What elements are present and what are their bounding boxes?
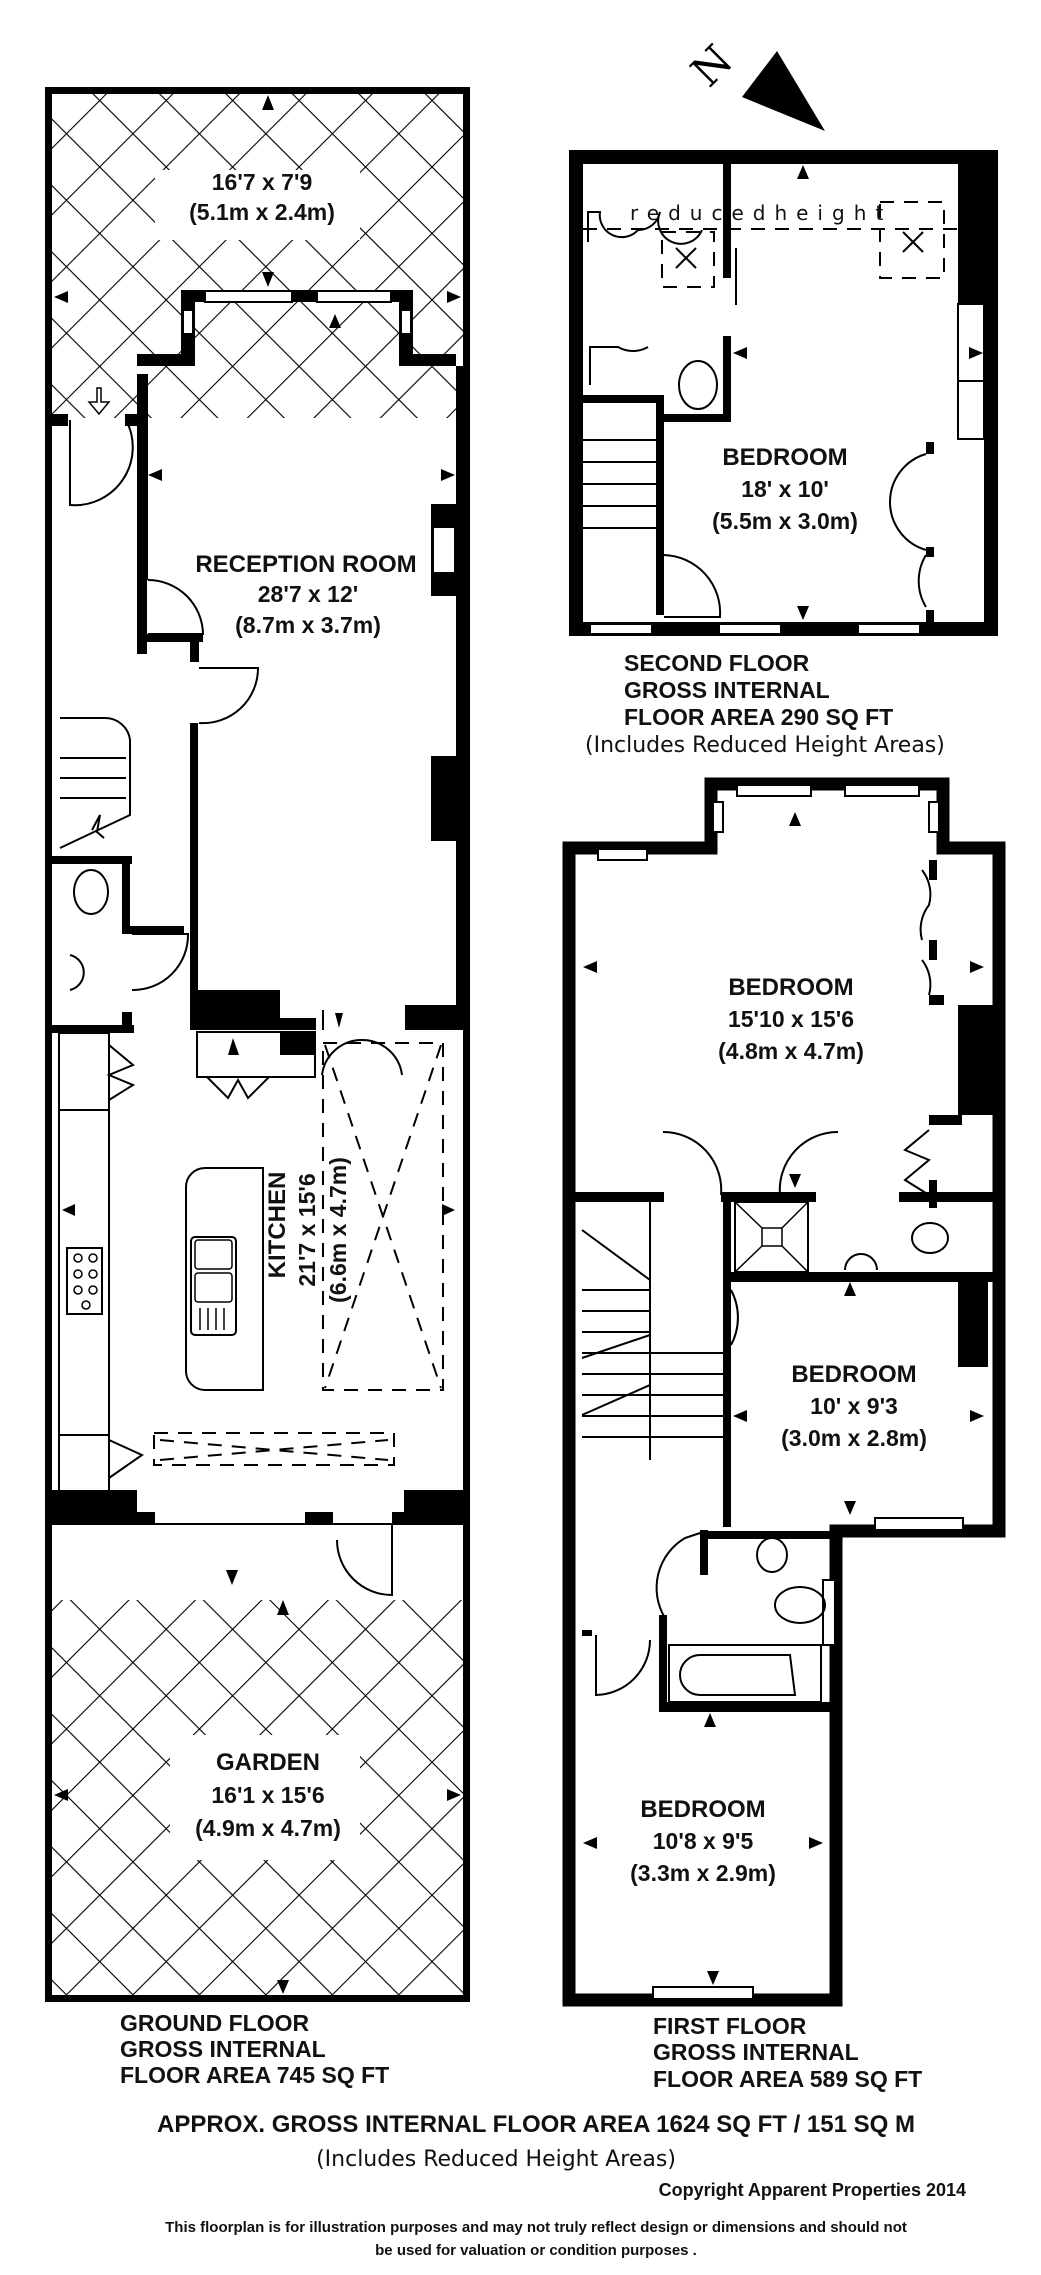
toilet-icon [774, 1586, 826, 1624]
floor-label-line: GROSS INTERNAL [653, 2039, 859, 2065]
basin-icon [69, 954, 85, 991]
ground-floor-area-label: GROUND FLOOR GROSS INTERNAL FLOOR AREA 7… [120, 2010, 389, 2088]
floor-label-line: FLOOR AREA 589 SQ FT [653, 2066, 922, 2092]
room-title: BEDROOM [640, 1796, 765, 1823]
room-reception: RECEPTION ROOM 28'7 x 12' (8.7m x 3.7m) [195, 551, 416, 638]
front-door [69, 419, 134, 507]
second-floor-plan [569, 150, 998, 636]
room-title: BEDROOM [791, 1361, 916, 1388]
sink-icon [190, 1236, 237, 1336]
toilet-icon [73, 869, 109, 915]
room-dimensions-metric: (5.1m x 2.4m) [189, 199, 335, 225]
summary-block: APPROX. GROSS INTERNAL FLOOR AREA 1624 S… [157, 2111, 966, 2259]
room-title: GARDEN [216, 1749, 320, 1776]
entrance-arrow-icon [87, 387, 111, 416]
floor-label-note: (Includes Reduced Height Areas) [585, 733, 945, 758]
bathtub-icon [668, 1644, 822, 1703]
garden-door [336, 1525, 393, 1597]
reduced-height-label: reducedheight [630, 201, 892, 225]
room-dimensions-metric: (6.6m x 4.7m) [325, 1157, 351, 1303]
floor-label-line: GROUND FLOOR [120, 2010, 309, 2036]
room-dimensions-imperial: 15'10 x 15'6 [728, 1006, 854, 1032]
room-dimensions-metric: (4.8m x 4.7m) [718, 1038, 864, 1064]
first-floor-area-label: FIRST FLOOR GROSS INTERNAL FLOOR AREA 58… [653, 2013, 922, 2092]
room-title: BEDROOM [722, 444, 847, 471]
room-front-area: 16'7 x 7'9 (5.1m x 2.4m) [189, 169, 335, 225]
north-arrow-icon: N [681, 35, 825, 131]
staircase-second [583, 439, 656, 529]
reduced-height-note: (Includes Reduced Height Areas) [316, 2147, 676, 2172]
room-dimensions-imperial: 16'1 x 15'6 [211, 1782, 324, 1808]
basin-icon [756, 1537, 788, 1573]
wardrobe-doors [889, 453, 927, 608]
room-garden: GARDEN 16'1 x 15'6 (4.9m x 4.7m) [195, 1749, 341, 1841]
room-second-floor-bedroom: BEDROOM 18' x 10' (5.5m x 3.0m) [712, 444, 858, 534]
basin-icon [844, 1253, 878, 1271]
room-first-floor-front-bedroom: BEDROOM 15'10 x 15'6 (4.8m x 4.7m) [718, 974, 864, 1064]
floor-label-line: GROSS INTERNAL [624, 677, 830, 703]
toilet-icon [911, 1222, 949, 1254]
disclaimer-line-2: be used for valuation or condition purpo… [375, 2242, 697, 2259]
room-dimensions-imperial: 21'7 x 15'6 [294, 1173, 320, 1286]
room-title: RECEPTION ROOM [195, 551, 416, 578]
room-dimensions-metric: (5.5m x 3.0m) [712, 508, 858, 534]
disclaimer-line-1: This floorplan is for illustration purpo… [165, 2219, 907, 2236]
copyright: Copyright Apparent Properties 2014 [659, 2180, 966, 2200]
bedroom-door [662, 1130, 723, 1196]
room-kitchen: KITCHEN 21'7 x 15'6 (6.6m x 4.7m) [264, 1157, 351, 1303]
room-first-floor-middle-bedroom: BEDROOM 10' x 9'3 (3.0m x 2.8m) [781, 1361, 927, 1451]
ground-floor-plan [45, 87, 470, 2002]
floor-label-line: FLOOR AREA 290 SQ FT [624, 704, 893, 730]
room-title: BEDROOM [728, 974, 853, 1001]
room-dimensions-imperial: 28'7 x 12' [258, 581, 358, 607]
floor-label-line: SECOND FLOOR [624, 650, 810, 676]
room-title: KITCHEN [264, 1172, 291, 1279]
room-dimensions-imperial: 10' x 9'3 [810, 1393, 898, 1419]
room-dimensions-metric: (8.7m x 3.7m) [235, 612, 381, 638]
bathroom-door [595, 1635, 651, 1697]
second-floor-area-label: SECOND FLOOR GROSS INTERNAL FLOOR AREA 2… [585, 650, 945, 758]
first-floor-plan [562, 777, 1006, 2007]
room-dimensions-metric: (4.9m x 4.7m) [195, 1815, 341, 1841]
room-dimensions-metric: (3.3m x 2.9m) [630, 1860, 776, 1886]
floor-label-line: FLOOR AREA 745 SQ FT [120, 2062, 389, 2088]
room-first-floor-rear-bedroom: BEDROOM 10'8 x 9'5 (3.3m x 2.9m) [630, 1796, 776, 1886]
total-floor-area: APPROX. GROSS INTERNAL FLOOR AREA 1624 S… [157, 2111, 915, 2138]
room-dimensions-imperial: 10'8 x 9'5 [653, 1828, 754, 1854]
toilet-icon [678, 360, 718, 410]
shower-room-door [778, 1130, 839, 1196]
kitchen-french-door [321, 1038, 403, 1076]
room-dimensions-metric: (3.0m x 2.8m) [781, 1425, 927, 1451]
bedroom-door [663, 554, 722, 618]
floor-label-line: GROSS INTERNAL [120, 2036, 326, 2062]
compass-label: N [681, 35, 742, 96]
kitchen-island [185, 1167, 264, 1391]
room-dimensions-imperial: 16'7 x 7'9 [212, 169, 312, 195]
front-paved-area [51, 93, 464, 418]
staircase-first [581, 1202, 723, 1460]
room-dimensions-imperial: 18' x 10' [741, 476, 829, 502]
floor-label-line: FIRST FLOOR [653, 2013, 807, 2039]
bedroom-door [730, 1289, 739, 1346]
hob-icon [66, 1247, 103, 1315]
staircase-ground [59, 716, 131, 849]
